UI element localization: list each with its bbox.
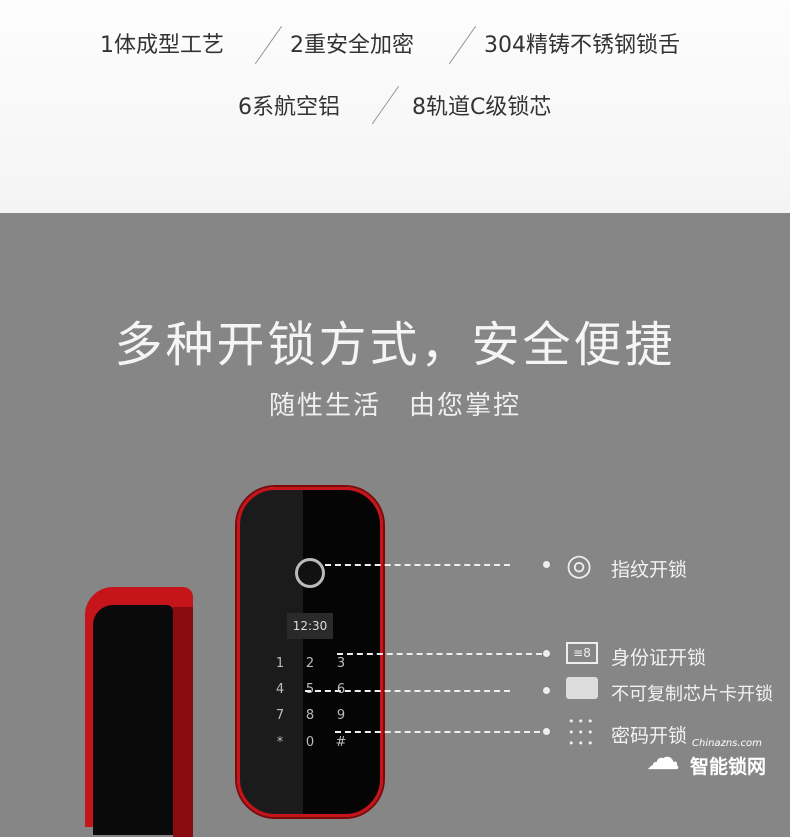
watermark-name: 智能锁网	[690, 756, 767, 778]
key: *	[276, 735, 284, 750]
callout-dot	[543, 728, 550, 735]
key: 4	[275, 682, 285, 697]
fingerprint-sensor	[295, 558, 325, 588]
feature-item: 304精铸不锈钢锁舌	[484, 33, 680, 58]
method-label: 不可复制芯片卡开锁	[611, 684, 773, 705]
callout-line	[325, 564, 510, 566]
callout-line	[337, 653, 542, 655]
lock-front-image: 12:30 1 2 3 4 5 6 7 8 9 * 0 #	[237, 487, 383, 817]
feature-item: 2重安全加密	[290, 33, 414, 58]
callout-line	[335, 731, 540, 733]
method-label: 指纹开锁	[611, 559, 688, 581]
method-label: 身份证开锁	[611, 647, 707, 669]
fingerprint-icon: ◎	[566, 548, 593, 583]
cloud-logo-icon: ☁	[646, 738, 680, 778]
key: 2	[305, 656, 315, 671]
key: 5	[305, 682, 315, 697]
key: 3	[336, 656, 346, 671]
feature-item: 8轨道C级锁芯	[412, 95, 552, 120]
id-card-icon: ≡8	[566, 642, 598, 664]
key: 8	[305, 708, 315, 723]
key: 1	[275, 656, 285, 671]
key: 9	[336, 708, 346, 723]
keypad-icon: •••••••••	[568, 715, 597, 750]
callout-dot	[543, 650, 550, 657]
callout-dot	[543, 687, 550, 694]
key: 7	[275, 708, 285, 723]
key: 0	[305, 735, 315, 750]
subheadline: 随性生活由您掌控	[0, 385, 790, 422]
feature-item: 6系航空铝	[238, 95, 340, 120]
key: 6	[336, 682, 346, 697]
key: #	[335, 735, 347, 750]
feature-item: 1体成型工艺	[100, 33, 224, 58]
callout-dot	[543, 561, 550, 568]
chip-card-icon	[566, 677, 598, 699]
watermark-site: Chinazns.com	[692, 738, 762, 749]
subheadline-part: 随性生活	[268, 391, 381, 421]
lock-side-image	[85, 587, 193, 837]
features-section	[0, 0, 790, 213]
subheadline-part: 由您掌控	[409, 391, 522, 421]
method-label: 密码开锁	[611, 725, 688, 747]
callout-line	[305, 690, 510, 692]
lock-clock: 12:30	[287, 613, 333, 639]
headline: 多种开锁方式，安全便捷	[114, 317, 676, 373]
